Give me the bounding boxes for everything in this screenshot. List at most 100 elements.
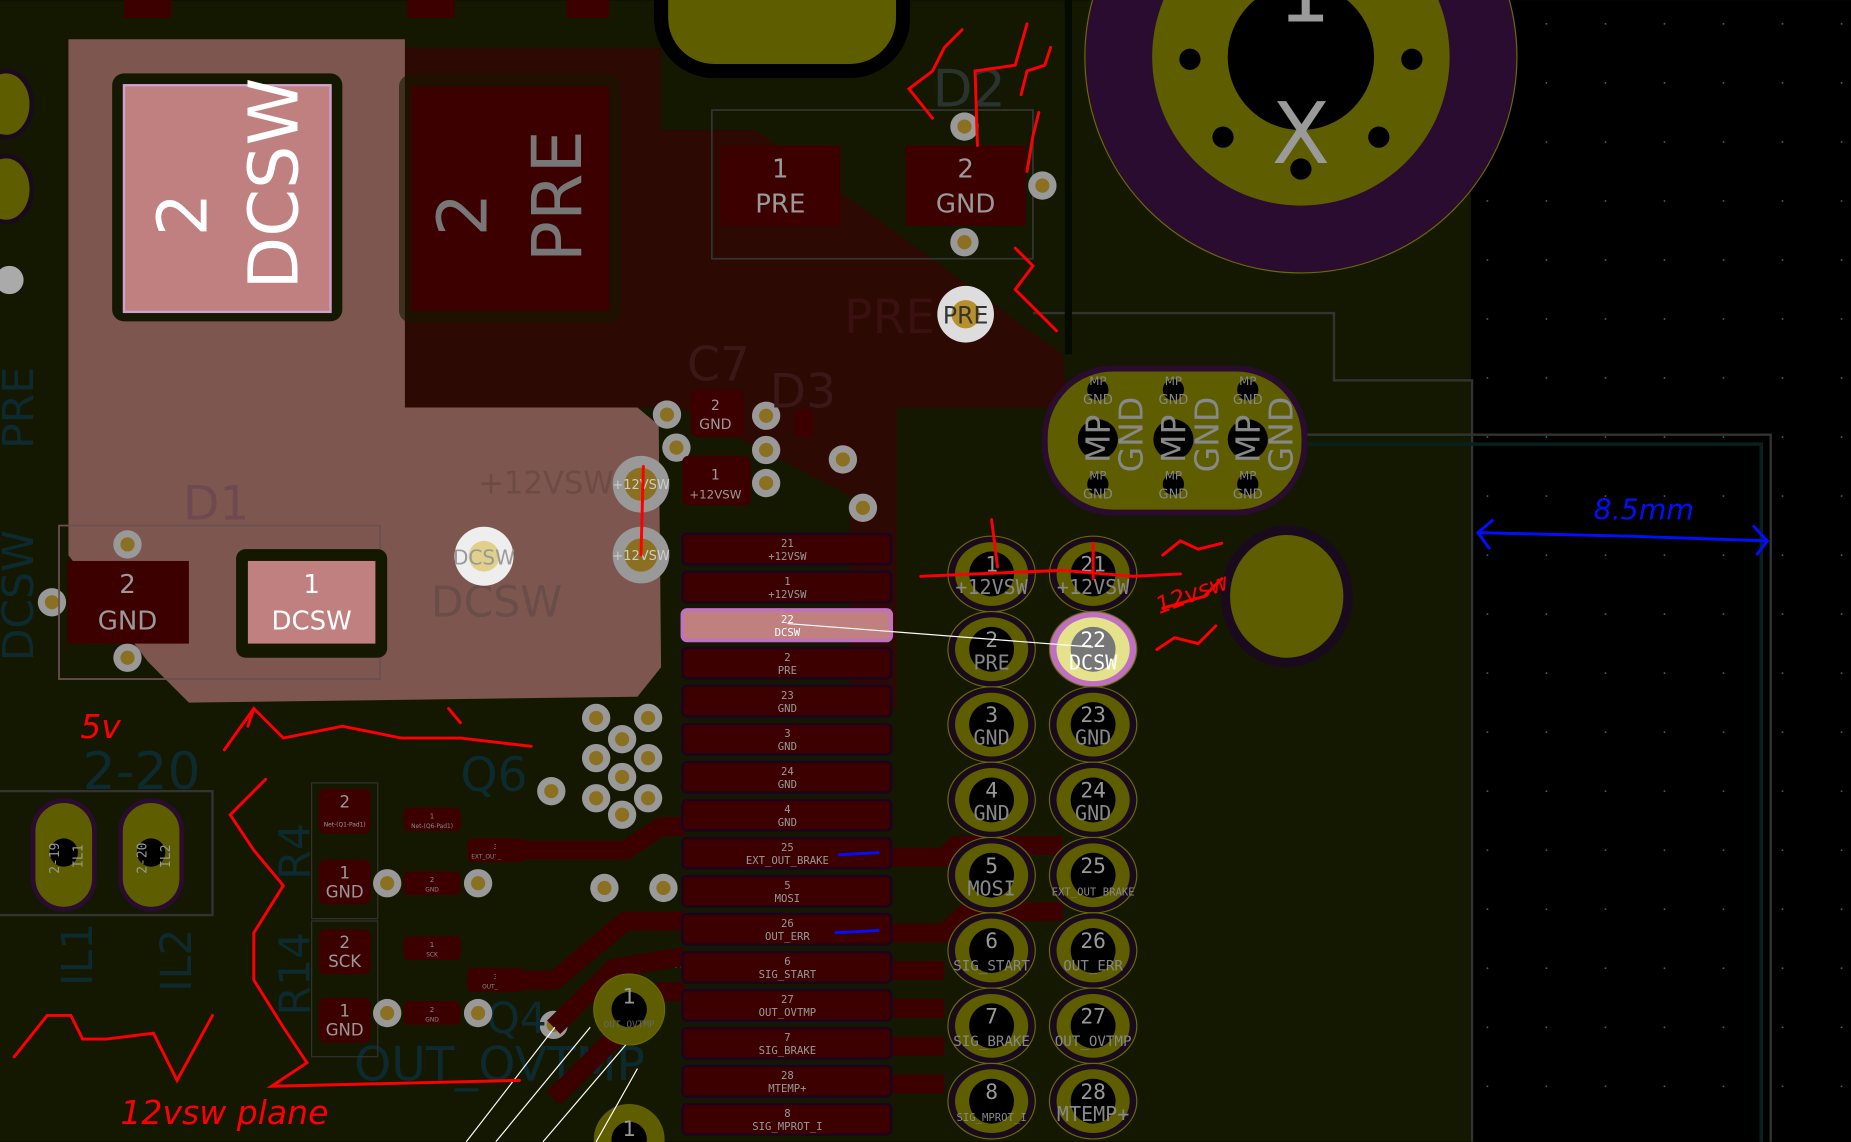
- mounting-hole[interactable]: X 1: [1084, 0, 1518, 274]
- grid-dot: [1604, 258, 1607, 261]
- grid-dot: [1604, 672, 1607, 675]
- d1-pad-1[interactable]: 1 DCSW: [236, 549, 388, 658]
- strip-pad-1[interactable]: 1+12VSW: [681, 570, 893, 604]
- via[interactable]: [113, 530, 142, 559]
- grid-dot: [1840, 908, 1843, 911]
- pad-dcsw-large[interactable]: 2 DCSW: [112, 73, 343, 322]
- via[interactable]: [950, 112, 979, 141]
- grid-dot: [1486, 495, 1489, 497]
- c7-pad-2[interactable]: 2 GND: [690, 389, 744, 438]
- pin-number: 7: [985, 1004, 998, 1029]
- grid-dot: [1781, 140, 1784, 143]
- via[interactable]: [373, 998, 402, 1028]
- via[interactable]: [607, 800, 637, 829]
- via[interactable]: [649, 873, 678, 903]
- pad-number: 27: [781, 993, 794, 1006]
- annotation-scribbles: [12, 22, 1224, 1088]
- via[interactable]: [751, 435, 781, 465]
- via[interactable]: [463, 998, 493, 1028]
- grid-dot: [1545, 318, 1548, 320]
- mp-gnd-pad-group[interactable]: MPGNDMPGNDMPGNDMPGNDMPGNDMPGNDMPGNDMPGND…: [1041, 365, 1308, 516]
- via[interactable]: [607, 762, 637, 792]
- pad-net: PRE: [518, 130, 598, 262]
- via[interactable]: [633, 784, 663, 813]
- testpoint-out-ovtmp[interactable]: 1 OUT_OVTMP: [593, 973, 666, 1046]
- pad-il1[interactable]: 2-19 IL1: [30, 798, 97, 912]
- via[interactable]: [633, 703, 663, 733]
- via[interactable]: [113, 643, 142, 672]
- pad-il2[interactable]: 2-20 IL2: [118, 798, 185, 912]
- via[interactable]: [828, 445, 858, 474]
- d1-pad-2[interactable]: 2 GND: [67, 560, 189, 644]
- via[interactable]: [662, 433, 691, 462]
- via-pre[interactable]: PRE: [937, 285, 994, 343]
- grid-dot: [1604, 1085, 1607, 1088]
- via[interactable]: [537, 776, 566, 806]
- via[interactable]: [581, 703, 611, 733]
- pad-number: 2: [430, 875, 435, 884]
- grid-dot: [1604, 967, 1607, 970]
- traces: [495, 817, 1063, 1105]
- via[interactable]: [373, 869, 402, 898]
- c7-pad-1[interactable]: 1 +12VSW: [682, 455, 751, 506]
- grid-dot: [1722, 1026, 1725, 1029]
- via[interactable]: [950, 228, 979, 257]
- via[interactable]: [633, 743, 663, 773]
- via[interactable]: [848, 493, 878, 523]
- via[interactable]: [751, 401, 781, 430]
- via[interactable]: [751, 468, 781, 498]
- via[interactable]: [581, 743, 611, 773]
- via[interactable]: [1028, 171, 1057, 200]
- pad-pre-large[interactable]: 2 PRE: [399, 74, 621, 323]
- d2-pad-2[interactable]: 2 GND: [905, 145, 1026, 226]
- tht-pad-large[interactable]: [1220, 525, 1353, 668]
- via-dcsw[interactable]: DCSW: [453, 526, 515, 586]
- via[interactable]: [581, 784, 611, 813]
- via[interactable]: [652, 400, 682, 429]
- via[interactable]: [463, 869, 493, 898]
- strip-pad-21[interactable]: 21+12VSW: [681, 532, 893, 566]
- r4-courtyard: [311, 782, 379, 920]
- via[interactable]: [607, 725, 637, 754]
- via[interactable]: [590, 873, 619, 903]
- via-12vsw-a[interactable]: +12VSW: [612, 455, 670, 513]
- d2-pad-1[interactable]: 1 PRE: [720, 145, 841, 226]
